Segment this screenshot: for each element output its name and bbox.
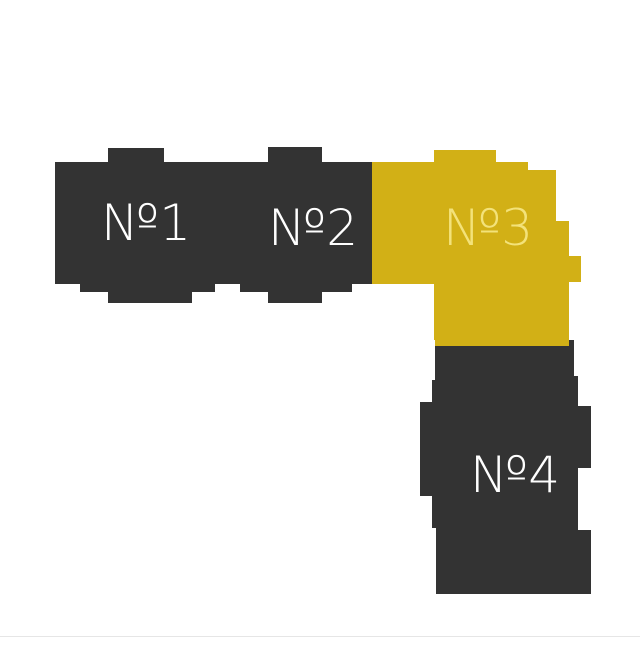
- building-4-label: №4: [470, 446, 560, 504]
- building-1-shape: [55, 148, 215, 303]
- building-2-label: №2: [268, 199, 358, 257]
- building-3-shape: [372, 150, 581, 346]
- building-2[interactable]: №2: [215, 147, 372, 303]
- building-4-shape: [420, 340, 591, 594]
- building-4[interactable]: №4: [420, 340, 591, 594]
- building-1-label: №1: [101, 194, 191, 252]
- building-1[interactable]: №1: [55, 148, 215, 303]
- building-3[interactable]: №3: [372, 150, 581, 346]
- building-3-label: №3: [443, 199, 533, 257]
- bottom-divider: [0, 636, 640, 637]
- building-2-shape: [215, 147, 372, 303]
